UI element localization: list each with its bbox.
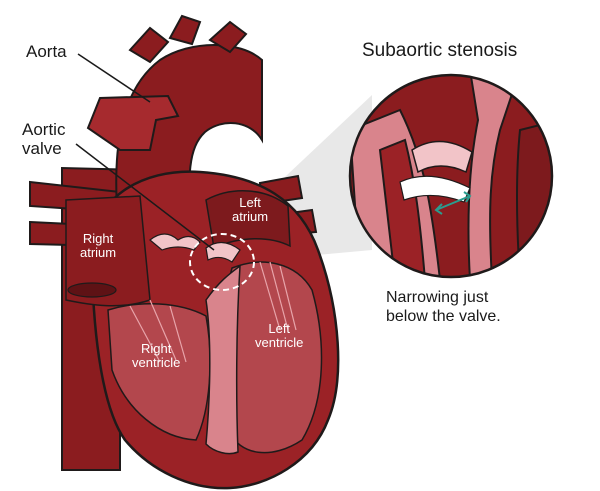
right-atrium-chamber [65, 195, 151, 307]
label-right-ventricle-line2: ventricle [132, 355, 181, 370]
label-aortic-valve-line2: valve [22, 139, 62, 158]
label-right-ventricle-line1: Right [141, 341, 172, 356]
label-right-atrium-line2: atrium [80, 245, 117, 260]
label-aorta: Aorta [26, 42, 67, 61]
septum [205, 264, 241, 455]
aorta-leader-line [77, 53, 151, 103]
label-aortic-valve-line1: Aortic [22, 120, 66, 139]
label-left-ventricle-line1: Left [268, 321, 291, 336]
label-right-atrium: Right atrium [80, 232, 116, 260]
inset-caption-line2: below the valve. [386, 308, 501, 325]
valve-leaflets [149, 233, 201, 251]
label-left-ventricle-line2: ventricle [255, 335, 304, 350]
chordae-tendineae [129, 261, 297, 363]
label-left-atrium: Left atrium [232, 196, 268, 224]
pulmonary-trunk [86, 94, 180, 151]
inset-caption-line1: Narrowing just [386, 289, 489, 306]
label-left-ventricle: Left ventricle [255, 322, 303, 350]
mitral-leaflets [205, 241, 241, 263]
label-left-atrium-line1: Left [239, 195, 261, 210]
right-ventricle-chamber [107, 303, 211, 441]
label-aortic-valve: Aortic valve [22, 120, 65, 158]
arch-branches [128, 14, 248, 64]
inset-caption: Narrowing just below the valve. [386, 288, 501, 326]
label-left-atrium-line2: atrium [232, 209, 269, 224]
left-atrium-chamber [205, 190, 291, 250]
inset-circle-border [348, 73, 554, 279]
coronary-sinus [67, 282, 117, 298]
aortic-valve-leader-line [75, 143, 215, 251]
narrowing-measure-line [435, 195, 471, 211]
inset-title: Subaortic stenosis [362, 40, 518, 61]
label-right-atrium-line1: Right [82, 231, 114, 246]
label-right-ventricle: Right ventricle [132, 342, 180, 370]
valve-highlight-circle [189, 233, 255, 291]
